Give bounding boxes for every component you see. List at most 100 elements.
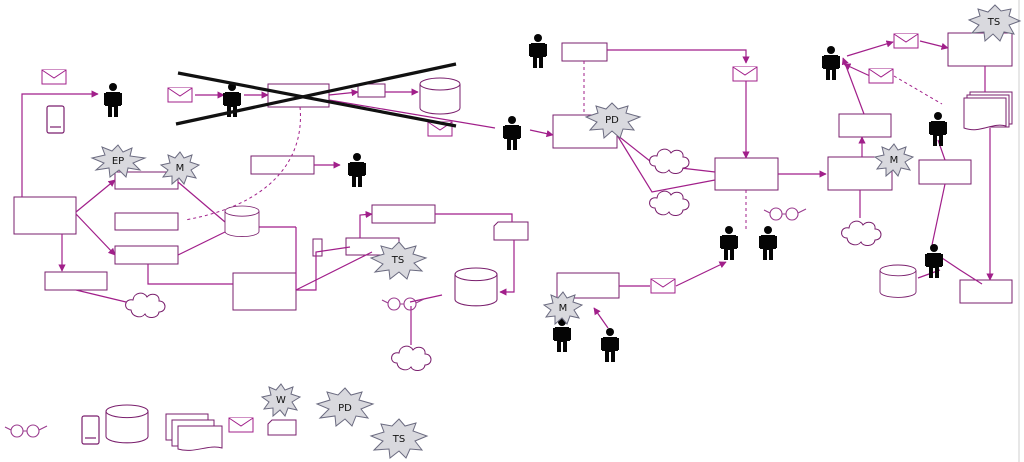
- person-icon-right-low: [925, 244, 943, 278]
- person-icon-mid: [503, 116, 521, 150]
- legend-database-icon: [105, 404, 149, 444]
- person-icon-top-mid: [529, 34, 547, 68]
- svg-text:M: M: [890, 155, 899, 166]
- connector-up: [21, 90, 99, 197]
- connector-top-env: [607, 49, 750, 64]
- connector-ts-up: [359, 210, 373, 238]
- legend: W PD TS: [4, 383, 429, 459]
- burst-m-left: M: [159, 151, 201, 186]
- document-stack-icon-right: [963, 91, 1013, 131]
- connector-center-ts: [295, 251, 373, 291]
- envelope-icon-right-mid: [868, 68, 894, 84]
- cloud-icon-center: [391, 345, 432, 372]
- legend-glasses-icon: [4, 424, 48, 438]
- person-icon-mid-a: [720, 226, 738, 260]
- phone-icon-left: [46, 105, 65, 134]
- svg-text:EP: EP: [112, 156, 124, 167]
- person-icon-m-right: [601, 328, 619, 362]
- person-icon-center: [348, 153, 366, 187]
- dashed-env-person: [893, 75, 943, 105]
- legend-phone-icon: [81, 415, 100, 445]
- process-box-center-upper: [250, 155, 315, 175]
- cloud-icon-mid-lower: [649, 190, 690, 217]
- connector-person-env: [846, 40, 894, 57]
- legend-envelope-icon: [228, 417, 254, 433]
- glasses-icon-mid: [763, 207, 807, 221]
- burst-m-right: M: [873, 143, 915, 178]
- envelope-icon-left-top: [41, 69, 67, 85]
- legend-card-icon: [267, 419, 297, 436]
- connector-to-db-right: [499, 240, 515, 296]
- legend-burst-pd: PD: [315, 387, 375, 427]
- database-icon-top: [419, 77, 461, 115]
- connector-env2-person: [843, 63, 871, 77]
- connector-env-person-mid: [675, 261, 727, 287]
- connector-low: [75, 213, 116, 256]
- process-box-m-mid: [556, 272, 620, 299]
- small-card-right: [493, 221, 529, 241]
- connector-low-center: [147, 264, 233, 285]
- svg-text:TS: TS: [987, 17, 1000, 28]
- connector-env-ts: [919, 40, 949, 50]
- envelope-icon-mid-top: [732, 66, 758, 82]
- svg-text:PD: PD: [605, 115, 619, 126]
- connector-cloud: [75, 289, 127, 303]
- process-box-mid: [114, 212, 179, 231]
- small-card-top: [357, 83, 386, 98]
- connector-crossed-card: [328, 89, 359, 97]
- connector-to-ts: [296, 246, 351, 291]
- process-box-bottom-left: [44, 271, 108, 291]
- svg-text:M: M: [176, 163, 185, 174]
- legend-burst-ts: TS: [369, 418, 429, 459]
- burst-ts-right: TS: [967, 4, 1022, 43]
- cloud-icon-left: [125, 292, 166, 319]
- process-box-center-lower: [232, 272, 297, 311]
- connector-ep-db: [177, 181, 226, 223]
- process-box-left-main: [13, 196, 77, 235]
- legend-document-stack-icon: [165, 413, 223, 451]
- process-box-hub: [714, 157, 779, 191]
- person-icon-mid-b: [759, 226, 777, 260]
- process-box-ts-upper: [371, 204, 436, 224]
- process-box-right-bottom: [959, 279, 1013, 304]
- dashed-info-flow: [184, 106, 301, 221]
- cross-line-b: [175, 62, 457, 126]
- database-icon-left: [224, 205, 260, 238]
- connector-upper-person: [841, 57, 865, 115]
- svg-text:M: M: [559, 303, 568, 314]
- cloud-icon-mid-upper: [649, 148, 690, 175]
- connector-person-m: [593, 307, 609, 329]
- svg-text:W: W: [276, 395, 286, 406]
- burst-ts-center: TS: [369, 241, 428, 280]
- process-box-right-upper: [838, 113, 892, 138]
- process-box-top-mid: [561, 42, 608, 62]
- legend-burst-w: W: [260, 383, 302, 418]
- burst-m-mid: M: [542, 291, 584, 326]
- envelope-icon-right-top: [893, 33, 919, 49]
- cloud-icon-right: [841, 220, 882, 247]
- cross-line-a: [177, 71, 457, 128]
- connector-low-db: [177, 231, 226, 256]
- person-icon-left: [104, 83, 122, 117]
- burst-pd: PD: [584, 102, 642, 140]
- database-icon-right-cluster: [879, 264, 917, 298]
- connector-crossed-person: [328, 99, 496, 129]
- person-icon-right-top: [822, 46, 840, 80]
- small-bar: [312, 238, 323, 257]
- connector-ep: [75, 179, 116, 213]
- connector-ts-right: [435, 213, 513, 222]
- connector-person-bottom: [941, 257, 983, 285]
- process-box-ts-right: [947, 32, 1013, 67]
- envelope-icon-mid-bottom: [650, 278, 676, 294]
- svg-text:TS: TS: [392, 434, 405, 445]
- connector-person-pd: [529, 129, 554, 138]
- svg-text:TS: TS: [391, 255, 404, 266]
- svg-text:PD: PD: [338, 403, 352, 414]
- process-box-low: [114, 245, 179, 265]
- burst-ep: EP: [90, 144, 147, 178]
- database-icon-right: [454, 267, 498, 307]
- connector-mid-person-low: [931, 183, 946, 246]
- connector-pd-cloud-low: [616, 134, 716, 193]
- envelope-icon-crossed: [167, 87, 193, 103]
